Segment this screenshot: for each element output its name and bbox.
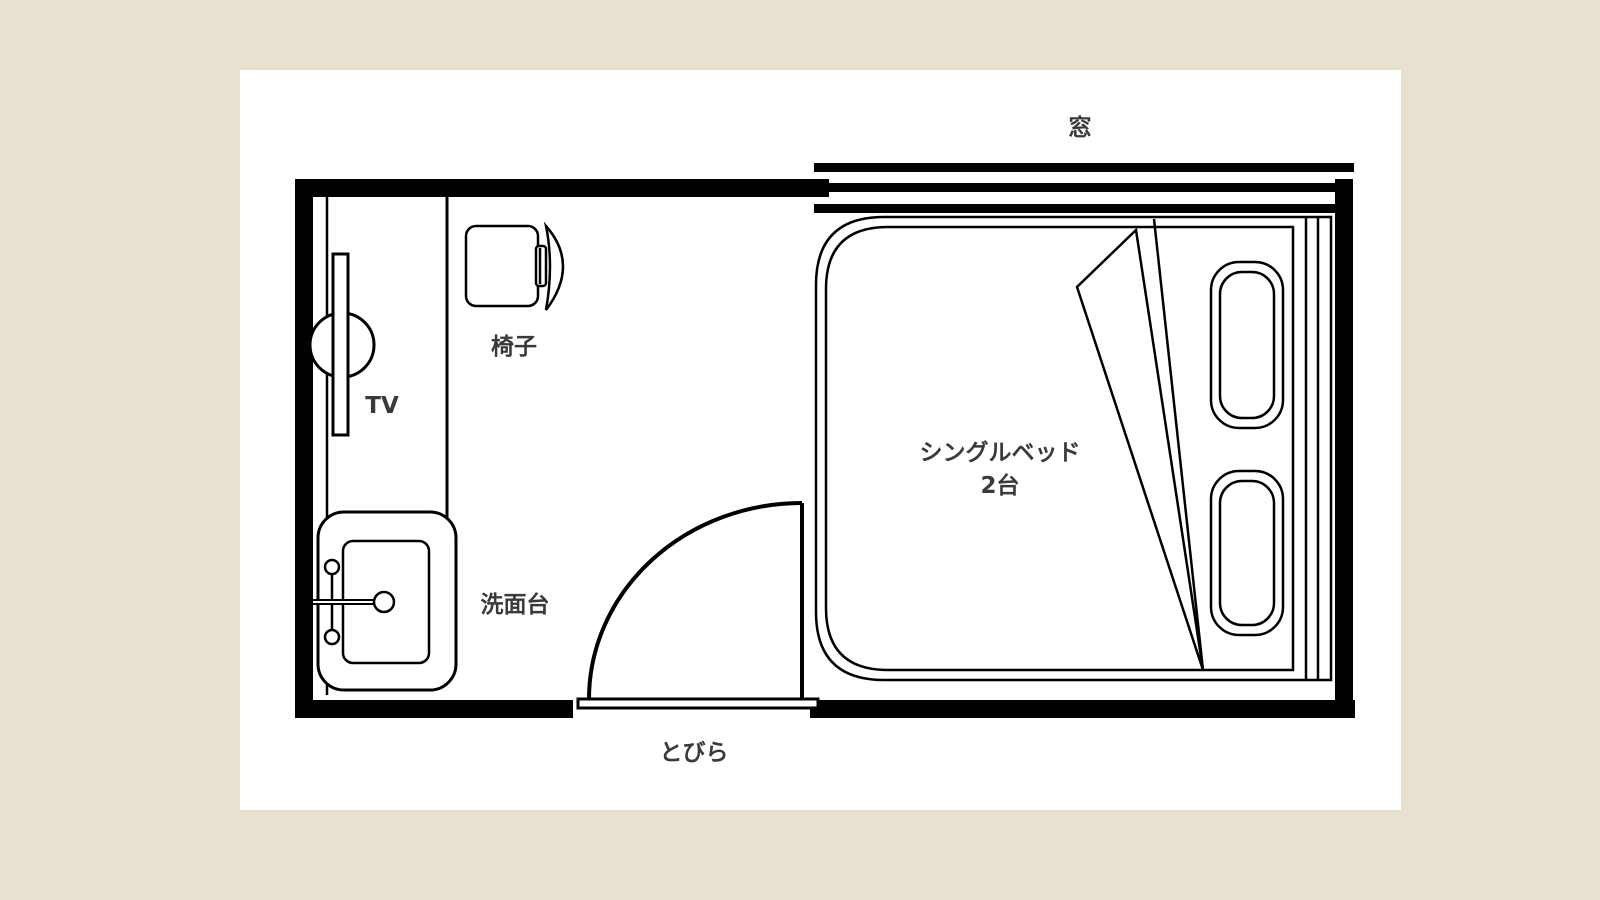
bed-icon xyxy=(814,215,1333,682)
door-label: とびら xyxy=(660,740,729,766)
window-frame xyxy=(814,163,1354,213)
door-icon xyxy=(576,501,820,710)
sink-label: 洗面台 xyxy=(481,591,550,618)
chair-icon xyxy=(464,221,565,311)
chair-label: 椅子 xyxy=(491,334,537,360)
bed-label: シングルベッド xyxy=(920,439,1081,466)
tv-icon xyxy=(308,252,376,437)
sink-icon xyxy=(313,510,458,692)
bed-count-label: 2台 xyxy=(980,472,1019,499)
tv-label: TV xyxy=(365,393,399,419)
window-label: 窓 xyxy=(1069,114,1092,141)
room-walls xyxy=(295,179,1355,718)
